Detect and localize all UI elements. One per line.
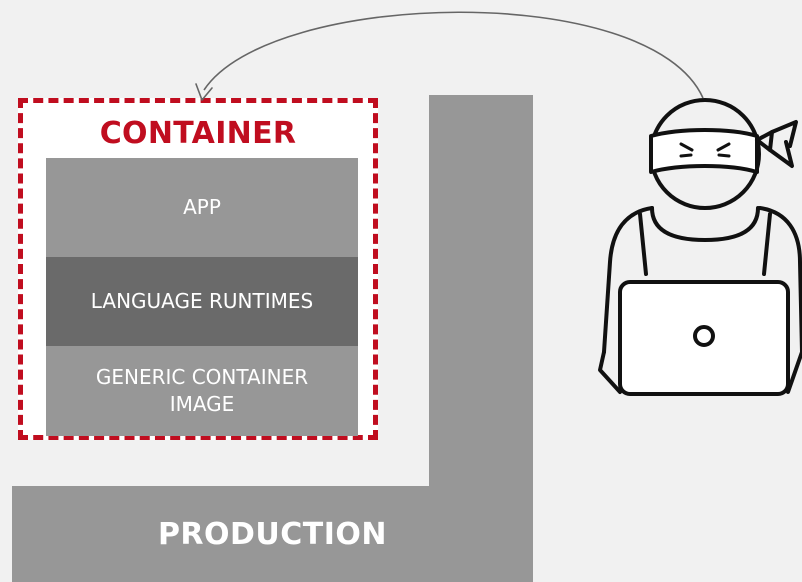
- container-title: CONTAINER: [99, 116, 297, 151]
- production-wall-horizontal: [12, 486, 533, 582]
- production-wall-vertical: [429, 95, 533, 495]
- layer-generic-container-image: GENERIC CONTAINER IMAGE: [46, 346, 358, 436]
- production-label: PRODUCTION: [157, 516, 388, 552]
- layer-app: APP: [46, 158, 358, 257]
- layer-language-runtimes: LANGUAGE RUNTIMES: [46, 257, 358, 346]
